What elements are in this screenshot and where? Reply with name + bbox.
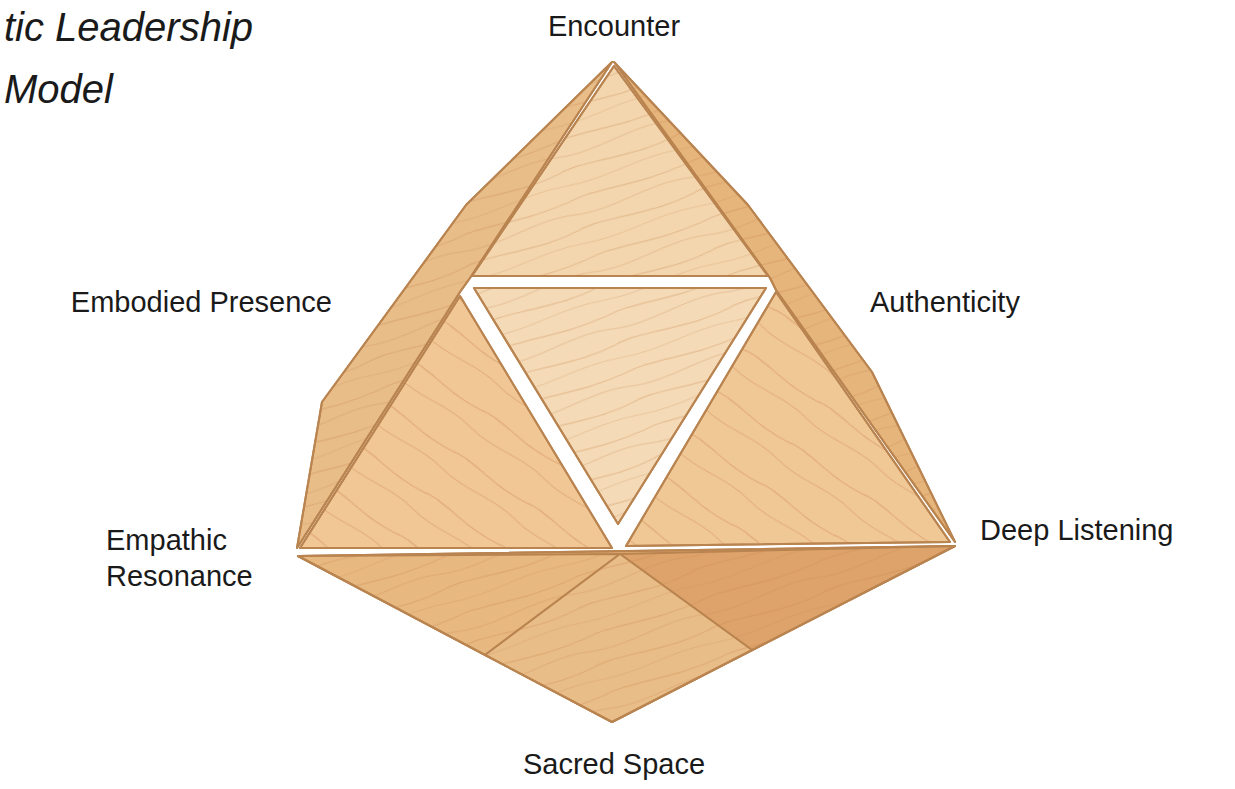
vertex-label: Authenticity [870, 284, 1020, 320]
vertex-label: Encounter [548, 8, 680, 44]
vertex-label: Deep Listening [980, 512, 1173, 548]
vertex-label: Sacred Space [523, 746, 705, 782]
diagram-title: tic Leadership Model [4, 0, 304, 120]
vertex-label: Empathic Resonance [106, 522, 276, 595]
vertex-label: Embodied Presence [71, 284, 332, 320]
